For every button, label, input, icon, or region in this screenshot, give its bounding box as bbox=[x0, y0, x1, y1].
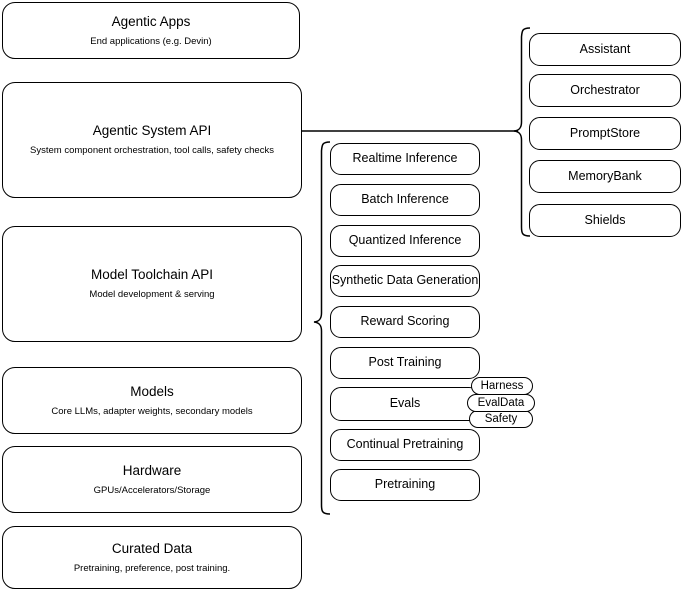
layer-model-toolchain-api[interactable]: Model Toolchain API Model development & … bbox=[2, 226, 302, 342]
capability-label: Reward Scoring bbox=[360, 314, 450, 329]
component-memorybank[interactable]: MemoryBank bbox=[529, 160, 681, 193]
capability-label: Realtime Inference bbox=[352, 151, 458, 166]
layer-subtitle: End applications (e.g. Devin) bbox=[90, 35, 212, 47]
capability-pretraining[interactable]: Pretraining bbox=[330, 469, 480, 501]
evals-pill-safety[interactable]: Safety bbox=[469, 410, 533, 428]
capability-reward-scoring[interactable]: Reward Scoring bbox=[330, 306, 480, 338]
layer-title: Agentic System API bbox=[92, 123, 212, 139]
component-label: MemoryBank bbox=[568, 168, 642, 183]
evals-pill-label: Safety bbox=[484, 413, 518, 425]
layer-agentic-apps[interactable]: Agentic Apps End applications (e.g. Devi… bbox=[2, 2, 300, 59]
capability-evals[interactable]: Evals bbox=[330, 387, 480, 421]
component-orchestrator[interactable]: Orchestrator bbox=[529, 74, 681, 107]
component-label: Orchestrator bbox=[570, 82, 640, 97]
layer-title: Model Toolchain API bbox=[90, 267, 214, 283]
capability-batch-inference[interactable]: Batch Inference bbox=[330, 184, 480, 216]
layer-models[interactable]: Models Core LLMs, adapter weights, secon… bbox=[2, 367, 302, 434]
layer-subtitle: Core LLMs, adapter weights, secondary mo… bbox=[51, 405, 253, 417]
layer-title: Agentic Apps bbox=[111, 13, 191, 29]
layer-agentic-system-api[interactable]: Agentic System API System component orch… bbox=[2, 82, 302, 198]
evals-pill-evaldata[interactable]: EvalData bbox=[467, 394, 535, 412]
layer-subtitle: Pretraining, preference, post training. bbox=[73, 562, 231, 574]
capability-quantized-inference[interactable]: Quantized Inference bbox=[330, 225, 480, 257]
capability-realtime-inference[interactable]: Realtime Inference bbox=[330, 143, 480, 175]
capability-post-training[interactable]: Post Training bbox=[330, 347, 480, 379]
layer-title: Hardware bbox=[122, 462, 182, 478]
capability-label: Pretraining bbox=[374, 477, 436, 492]
component-label: Assistant bbox=[579, 41, 631, 56]
capability-label: Quantized Inference bbox=[348, 233, 462, 248]
layer-subtitle: GPUs/Accelerators/Storage bbox=[93, 484, 211, 496]
component-label: Shields bbox=[584, 212, 626, 227]
right-column-brace bbox=[513, 27, 531, 237]
evals-pill-harness[interactable]: Harness bbox=[471, 377, 533, 395]
layer-title: Curated Data bbox=[111, 540, 193, 556]
capability-continual-pretraining[interactable]: Continual Pretraining bbox=[330, 429, 480, 461]
layer-subtitle: Model development & serving bbox=[89, 289, 215, 300]
capability-synthetic-data-generation[interactable]: Synthetic Data Generation bbox=[330, 265, 480, 297]
layer-subtitle: System component orchestration, tool cal… bbox=[30, 145, 274, 156]
layer-hardware[interactable]: Hardware GPUs/Accelerators/Storage bbox=[2, 446, 302, 513]
component-assistant[interactable]: Assistant bbox=[529, 33, 681, 66]
layer-title: Models bbox=[130, 383, 174, 399]
capability-label: Synthetic Data Generation bbox=[331, 273, 479, 288]
component-promptstore[interactable]: PromptStore bbox=[529, 117, 681, 150]
evals-pill-label: EvalData bbox=[477, 397, 525, 409]
capability-label: Evals bbox=[389, 396, 421, 411]
capability-label: Batch Inference bbox=[361, 192, 449, 207]
capability-label: Post Training bbox=[368, 355, 442, 370]
component-label: PromptStore bbox=[569, 125, 641, 140]
layer-curated-data[interactable]: Curated Data Pretraining, preference, po… bbox=[2, 526, 302, 589]
component-shields[interactable]: Shields bbox=[529, 204, 681, 237]
middle-column-brace bbox=[313, 141, 331, 515]
evals-pill-label: Harness bbox=[480, 380, 524, 392]
capability-label: Continual Pretraining bbox=[346, 437, 464, 452]
